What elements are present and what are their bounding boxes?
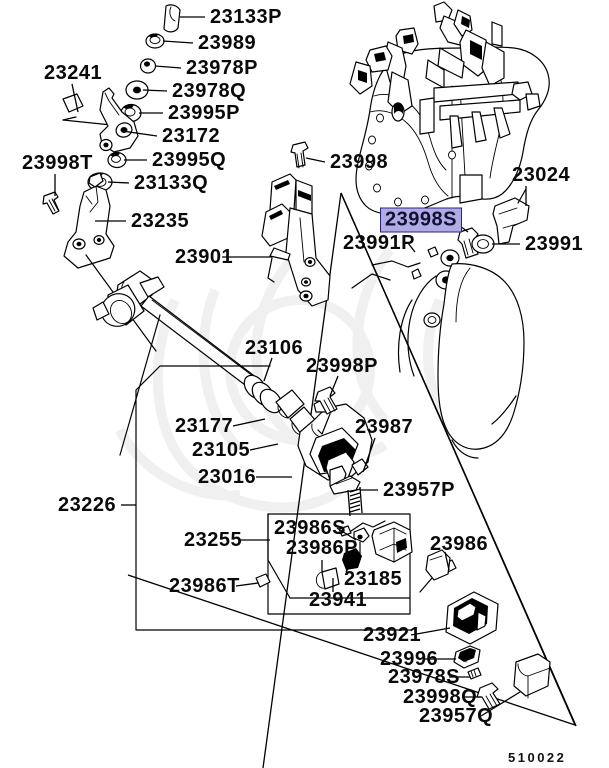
callout-label-23016[interactable]: 23016 (198, 466, 257, 488)
callout-label-23986t[interactable]: 23986T (169, 575, 240, 597)
callout-label-23226[interactable]: 23226 (58, 494, 117, 516)
transmission-housing (349, 1, 550, 216)
part-23989-ring (145, 33, 165, 49)
part-23986p-clip (342, 548, 362, 570)
part-23941-bush (315, 567, 340, 590)
leader-23106 (263, 357, 273, 382)
leader-23172 (121, 130, 158, 137)
leader-23987 (362, 437, 376, 473)
leader-23105 (249, 443, 279, 451)
callout-label-23991p[interactable]: 23991P (343, 232, 415, 254)
leader-23998 (305, 157, 326, 163)
callout-label-23998[interactable]: 23998 (330, 151, 389, 173)
callout-label-23133q[interactable]: 23133Q (134, 172, 209, 194)
part-23986t-pin (255, 573, 271, 588)
part-23991-oring (471, 234, 495, 254)
leader-23998p (329, 375, 339, 397)
part-23978p-nut (139, 58, 157, 74)
part-23133p-boot (163, 4, 181, 33)
leader-23185 (345, 555, 356, 573)
callout-label-23106[interactable]: 23106 (245, 337, 304, 359)
callout-label-23172[interactable]: 23172 (162, 125, 221, 147)
part-23996-clip (453, 645, 481, 669)
part-23024-switch (492, 188, 530, 245)
callout-label-23978s[interactable]: 23978S (388, 666, 460, 688)
callout-label-23989[interactable]: 23989 (198, 32, 257, 54)
callout-label-23177[interactable]: 23177 (175, 415, 234, 437)
leader-23177 (232, 418, 266, 427)
leader-23989 (162, 40, 194, 44)
callout-label-23987[interactable]: 23987 (355, 416, 414, 438)
part-23235-bracket (63, 172, 157, 352)
part-23995q-bushing (107, 151, 127, 169)
callout-label-23921[interactable]: 23921 (363, 624, 422, 646)
callout-label-23941[interactable]: 23941 (309, 589, 368, 611)
callout-label-23957p[interactable]: 23957P (383, 479, 455, 501)
figure-number: 510022 (508, 750, 567, 765)
part-23255-body (371, 521, 413, 563)
callout-label-23986s[interactable]: 23986S (274, 517, 346, 539)
leader-23986s (336, 527, 357, 541)
callout-label-23998p[interactable]: 23998P (306, 355, 378, 377)
callout-label-23998q[interactable]: 23998Q (403, 686, 478, 708)
callout-label-23996[interactable]: 23996 (380, 648, 439, 670)
part-23987-pin (329, 458, 369, 495)
callout-label-23957q[interactable]: 23957Q (419, 705, 494, 727)
leader-23133q (107, 181, 130, 184)
part-23957q-bushing (513, 653, 551, 699)
leader-23921 (410, 627, 451, 636)
part-23921-mount (419, 549, 499, 645)
callout-label-23185[interactable]: 23185 (344, 568, 403, 590)
part-23998s-bolt (457, 227, 479, 259)
callout-label-23901[interactable]: 23901 (175, 246, 234, 268)
assembly-23226-outline (135, 365, 413, 631)
callout-label-23986p[interactable]: 23986P (286, 537, 358, 559)
callout-label-23241[interactable]: 23241 (44, 62, 103, 84)
background-watermark (115, 246, 459, 513)
callout-label-23105[interactable]: 23105 (192, 439, 251, 461)
leader-23978q (142, 89, 168, 92)
part-23226-shift-rod (92, 270, 259, 456)
callout-label-23978q[interactable]: 23978Q (172, 80, 247, 102)
part-23957p-spring (347, 486, 363, 517)
part-23016-housing (297, 397, 373, 487)
leader-23986t (235, 582, 259, 587)
leader-23991p (407, 242, 416, 253)
callout-label-23995q[interactable]: 23995Q (152, 149, 227, 171)
part-23998t-bolt (42, 191, 60, 215)
part-23172-lever (99, 87, 139, 153)
callout-label-23986[interactable]: 23986 (430, 533, 489, 555)
leader-23986 (444, 551, 450, 571)
part-23986s-pin (338, 520, 386, 537)
callout-label-23998t[interactable]: 23998T (22, 152, 93, 174)
callout-label-23255[interactable]: 23255 (184, 529, 243, 551)
assembly-23255-box (267, 513, 411, 615)
leader-23978p (154, 65, 182, 69)
callout-label-23991[interactable]: 23991 (525, 233, 584, 255)
leader-23241 (71, 83, 79, 113)
callout-label-23235[interactable]: 23235 (131, 210, 190, 232)
leader-23957q (480, 691, 521, 717)
part-23185-retainer (353, 527, 370, 561)
part-23177-bush (275, 389, 305, 419)
callout-label-23024[interactable]: 23024 (512, 164, 571, 186)
part-23106-boot (243, 374, 283, 414)
part-23901-shift-lever (261, 173, 331, 307)
case-fragment-lower-right (397, 263, 525, 459)
callout-label-23998s[interactable]: 23998S (380, 207, 462, 233)
detail-view-rays (127, 192, 577, 727)
part-23998-bolt (290, 141, 309, 169)
callout-label-23995p[interactable]: 23995P (168, 102, 240, 124)
callout-label-23133p[interactable]: 23133P (210, 6, 282, 28)
callout-label-23978p[interactable]: 23978P (186, 57, 258, 79)
